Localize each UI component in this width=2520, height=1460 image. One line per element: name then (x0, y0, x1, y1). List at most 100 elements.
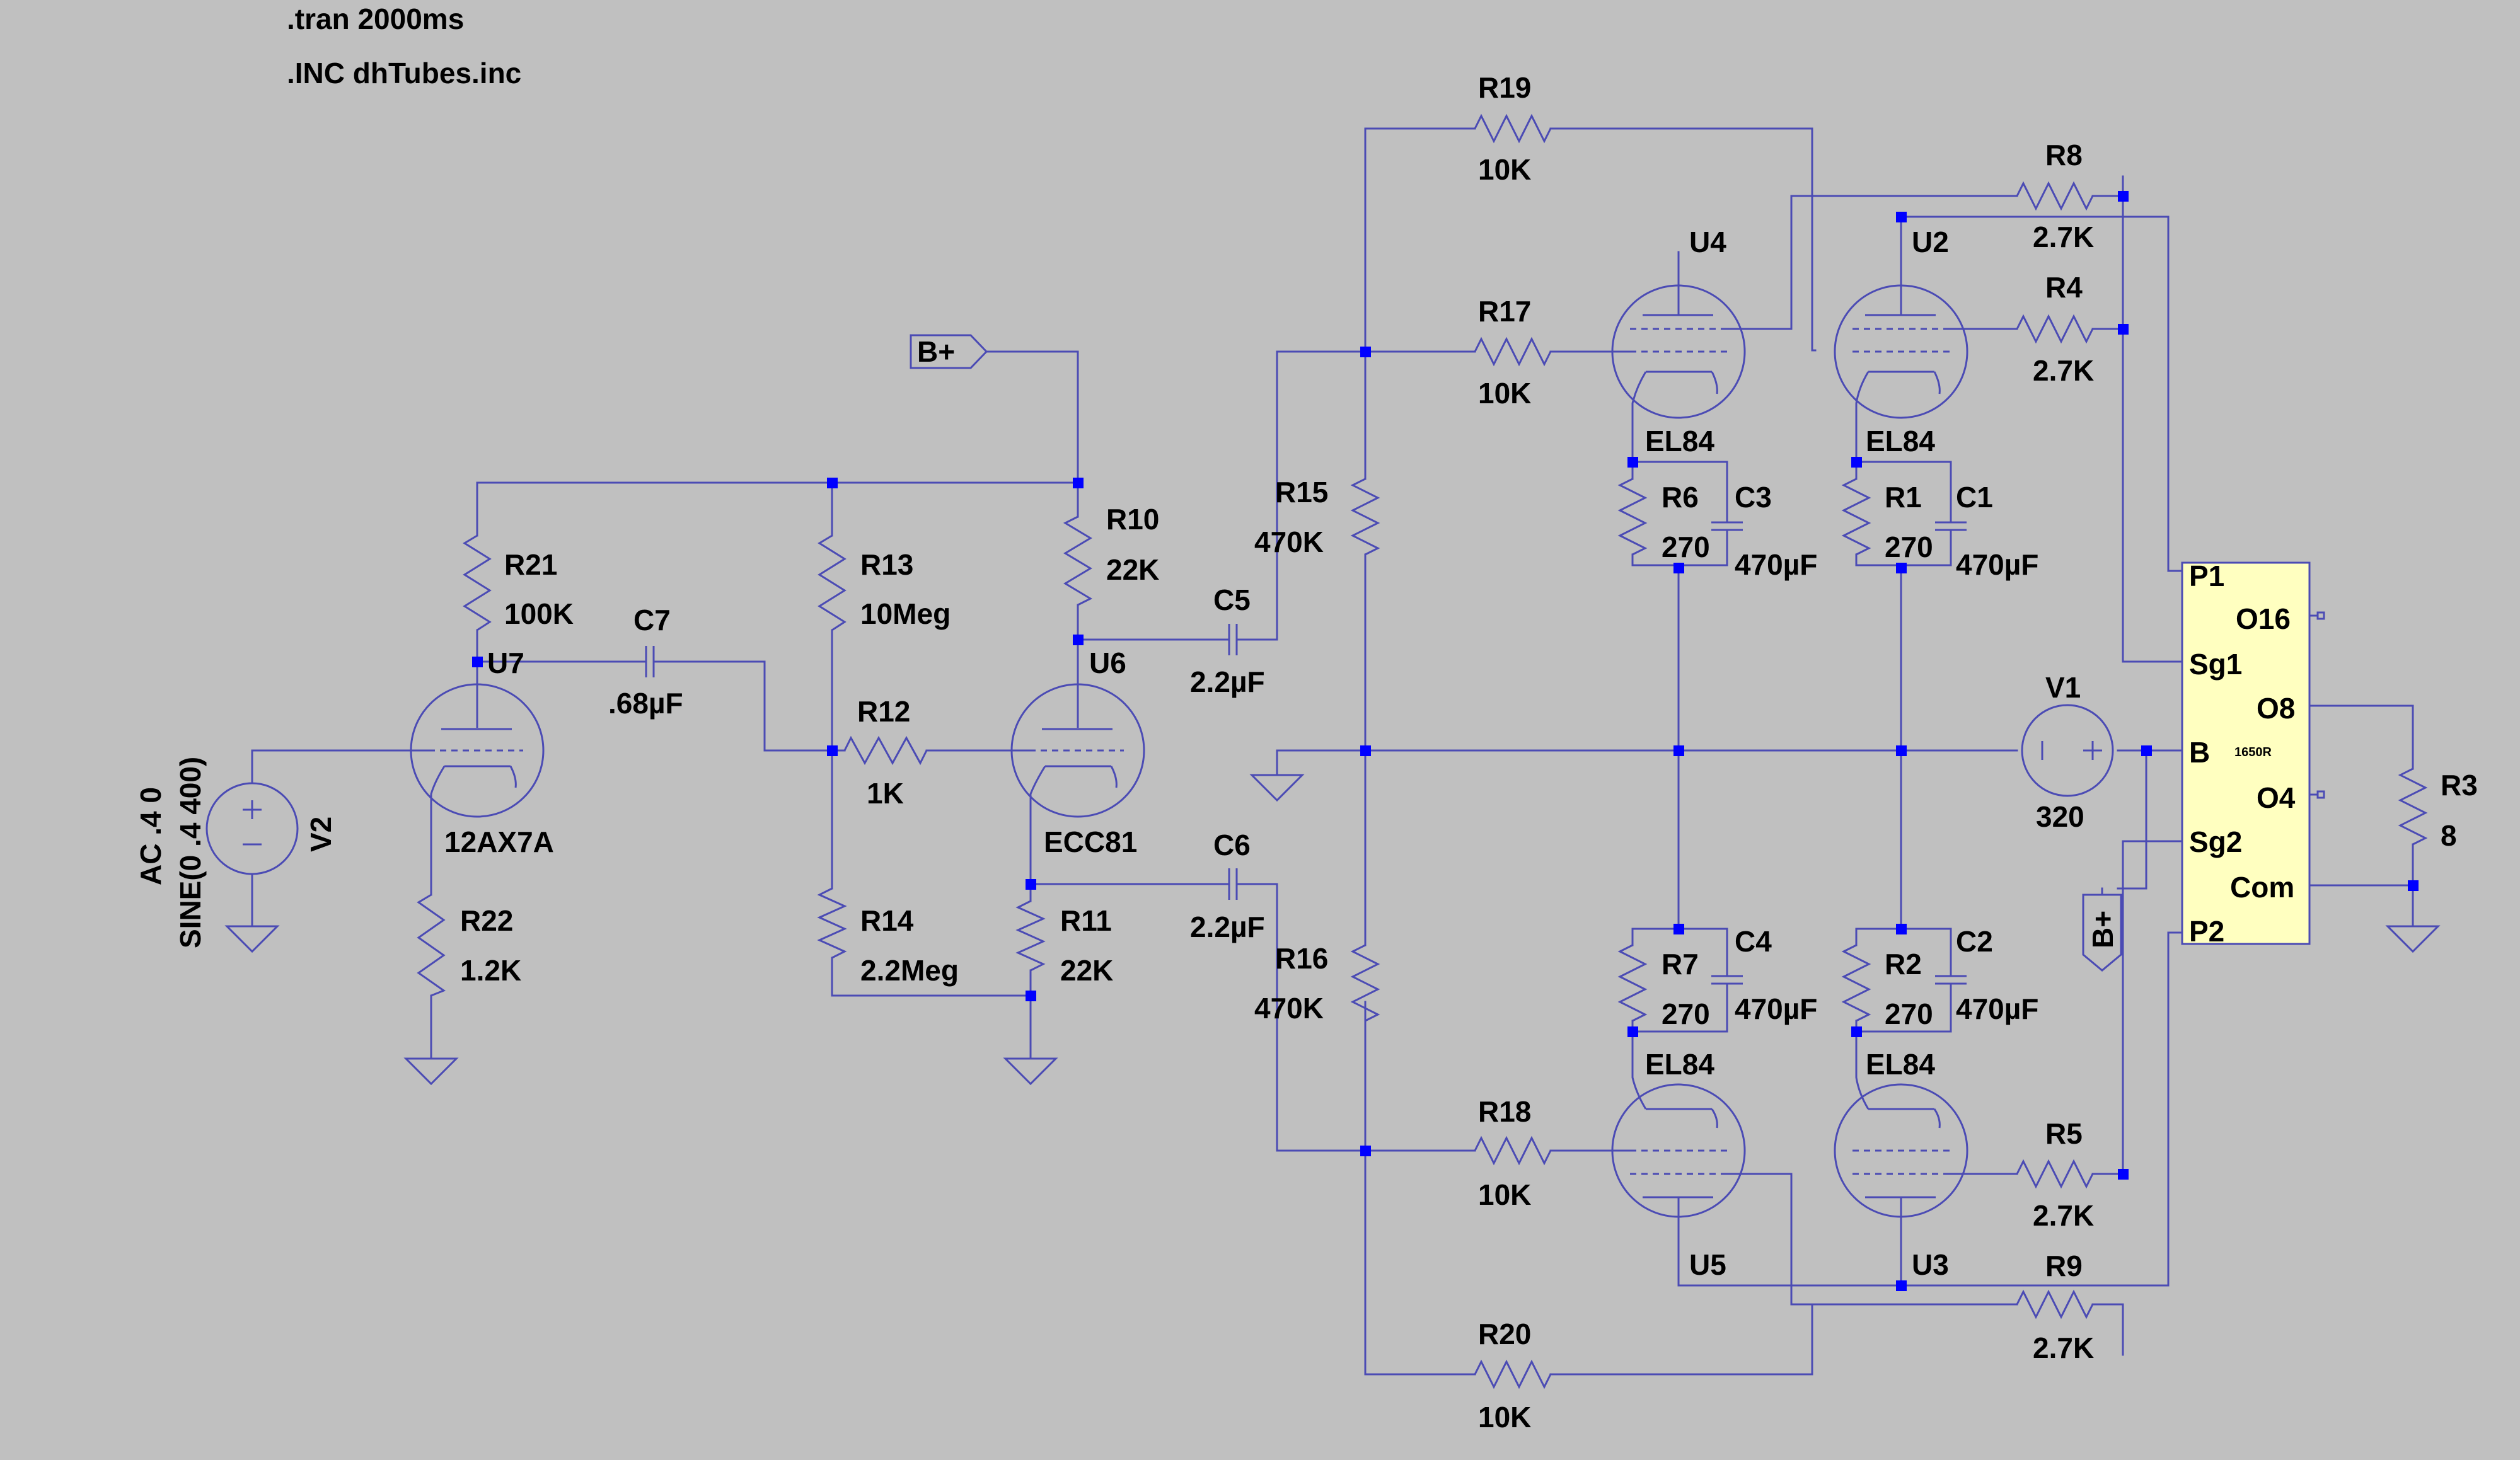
capacitor-C5 (1207, 624, 1257, 655)
resistor-value-R22: 1.2K (460, 954, 521, 987)
net-flags (910, 334, 2122, 972)
labels: .tran 2000ms .INC dhTubes.inc B+ B+ R19 … (134, 3, 2478, 1434)
resistor-label-R20: R20 (1478, 1318, 1531, 1350)
resistor-value-R14: 2.2Meg (860, 954, 959, 987)
tube-label-U2: U2 (1912, 226, 1949, 258)
tube-U7 (410, 683, 545, 818)
resistor-value-R4: 2.7K (2033, 354, 2094, 387)
resistor-value-R20: 10K (1478, 1401, 1531, 1434)
tube-U3 (1834, 1071, 1968, 1234)
resistor-R7 (1617, 944, 1648, 1022)
resistor-R18 (1474, 1135, 1552, 1166)
resistor-label-R9: R9 (2045, 1250, 2083, 1282)
capacitor-C1 (1935, 510, 1967, 542)
tube-model-U6: ECC81 (1044, 825, 1137, 858)
capacitor-value-C7: .68µF (608, 687, 683, 720)
resistor-value-R19: 10K (1478, 153, 1531, 186)
resistor-value-R7: 270 (1662, 997, 1710, 1030)
capacitor-label-C4: C4 (1735, 925, 1772, 958)
resistor-value-R11: 22K (1060, 954, 1113, 987)
bplus-label-top: B+ (917, 335, 955, 368)
tube-label-U6: U6 (1089, 647, 1126, 679)
capacitor-label-C7: C7 (633, 604, 671, 636)
resistor-value-R8: 2.7K (2033, 221, 2094, 253)
tube-label-U5: U5 (1689, 1248, 1726, 1281)
spice-directive-tran: .tran 2000ms (287, 3, 464, 35)
tube-U4 (1611, 284, 1746, 425)
capacitor-value-C2: 470µF (1956, 992, 2038, 1025)
resistor-label-R15: R15 (1275, 476, 1328, 509)
ground-icon (1249, 774, 1305, 802)
resistor-R4 (2016, 314, 2094, 344)
resistor-label-R4: R4 (2045, 271, 2083, 304)
resistor-R19 (1474, 113, 1552, 144)
ground-icon (403, 1057, 459, 1086)
resistor-R13 (818, 534, 847, 631)
resistor-value-R2: 270 (1885, 997, 1933, 1030)
source-value-V1: 320 (2036, 800, 2084, 833)
resistor-label-R16: R16 (1275, 942, 1328, 975)
capacitor-label-C3: C3 (1735, 481, 1772, 514)
output-transformer (2181, 561, 2325, 945)
resistor-value-R12: 1K (867, 777, 904, 810)
capacitor-value-C4: 470µF (1735, 992, 1817, 1025)
resistor-label-R2: R2 (1885, 948, 1922, 980)
tube-label-U3: U3 (1912, 1248, 1949, 1281)
resistor-label-R18: R18 (1478, 1095, 1531, 1128)
resistor-value-R10: 22K (1106, 553, 1159, 586)
resistor-label-R12: R12 (857, 695, 910, 728)
capacitor-C2 (1935, 964, 1967, 996)
transformer-pin-O4: O4 (2257, 781, 2296, 814)
transformer-pin-B: B (2189, 736, 2210, 769)
resistor-R8 (2016, 181, 2094, 211)
tube-U6 (1002, 683, 1145, 818)
resistor-label-R6: R6 (1662, 481, 1699, 514)
resistor-label-R10: R10 (1106, 503, 1159, 536)
resistor-label-R11: R11 (1060, 904, 1112, 937)
resistor-R11 (1015, 900, 1046, 972)
resistor-value-R15: 470K (1254, 526, 1324, 558)
resistor-label-R13: R13 (860, 548, 913, 581)
transformer-pin-O16: O16 (2236, 602, 2291, 635)
resistor-value-R6: 270 (1662, 531, 1710, 563)
resistor-R5 (2016, 1159, 2094, 1189)
resistor-R21 (463, 534, 492, 631)
resistor-R3 (2398, 767, 2428, 846)
tube-model-U4: EL84 (1645, 425, 1714, 457)
capacitor-value-C3: 470µF (1735, 548, 1817, 581)
voltage-source-V1 (2021, 704, 2114, 797)
capacitor-label-C5: C5 (1213, 583, 1251, 616)
source-symbols (205, 704, 2114, 875)
resistor-value-R16: 470K (1254, 992, 1324, 1025)
capacitor-symbols (637, 510, 1967, 996)
resistor-label-R14: R14 (860, 904, 914, 937)
capacitor-label-C6: C6 (1213, 829, 1251, 861)
ground-symbols (224, 774, 2441, 1086)
tube-model-U3: EL84 (1866, 1048, 1935, 1081)
tube-model-U5: EL84 (1645, 1048, 1714, 1081)
tube-symbols (410, 284, 1968, 1234)
resistor-R14 (817, 887, 847, 959)
capacitor-C6 (1207, 868, 1257, 900)
transformer-model: 1650R (2234, 745, 2272, 759)
resistor-label-R21: R21 (504, 548, 557, 581)
bplus-flag-top (910, 334, 988, 369)
resistor-value-R1: 270 (1885, 531, 1933, 563)
resistor-value-R21: 100K (504, 597, 574, 630)
capacitor-label-C1: C1 (1956, 481, 1993, 514)
tube-model-U7: 12AX7A (444, 825, 554, 858)
capacitor-value-C1: 470µF (1956, 548, 2038, 581)
transformer-pin-O8: O8 (2257, 692, 2295, 725)
resistor-R17 (1474, 336, 1552, 367)
tube-model-U2: EL84 (1866, 425, 1935, 457)
resistor-R16 (1350, 944, 1380, 1022)
resistor-value-R5: 2.7K (2033, 1199, 2094, 1232)
tube-label-U4: U4 (1689, 226, 1726, 258)
spice-directive-inc: .INC dhTubes.inc (287, 57, 521, 89)
transformer-pin-Com: Com (2230, 871, 2294, 904)
source-label-V1: V1 (2045, 671, 2081, 704)
capacitor-C4 (1711, 964, 1743, 996)
resistor-symbols (417, 113, 2428, 1389)
source-label-V2: V2 (304, 817, 337, 852)
